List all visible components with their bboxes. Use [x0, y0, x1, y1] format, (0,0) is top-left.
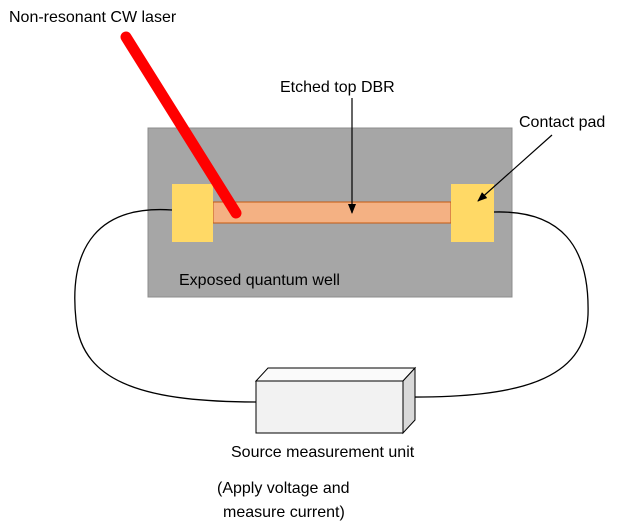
smu-label: Source measurement unit [231, 444, 415, 461]
smu-note-line2: measure current) [223, 504, 345, 521]
smu-note-line1: (Apply voltage and [217, 480, 350, 497]
right-wire [404, 211, 589, 398]
etched-dbr-waveguide [212, 201, 452, 224]
dbr-label: Etched top DBR [280, 79, 395, 96]
contact-pad-label: Contact pad [519, 114, 605, 131]
left-contact-pad [172, 184, 213, 242]
laser-beam [120, 31, 242, 219]
smu-box [254, 366, 417, 435]
smu-box-front [255, 380, 404, 434]
smu-box-top [254, 367, 417, 382]
left-wire [74, 208, 259, 403]
laser-label: Non-resonant CW laser [9, 9, 177, 26]
pad-arrow [477, 134, 553, 202]
quantum-well-label: Exposed quantum well [179, 272, 340, 289]
